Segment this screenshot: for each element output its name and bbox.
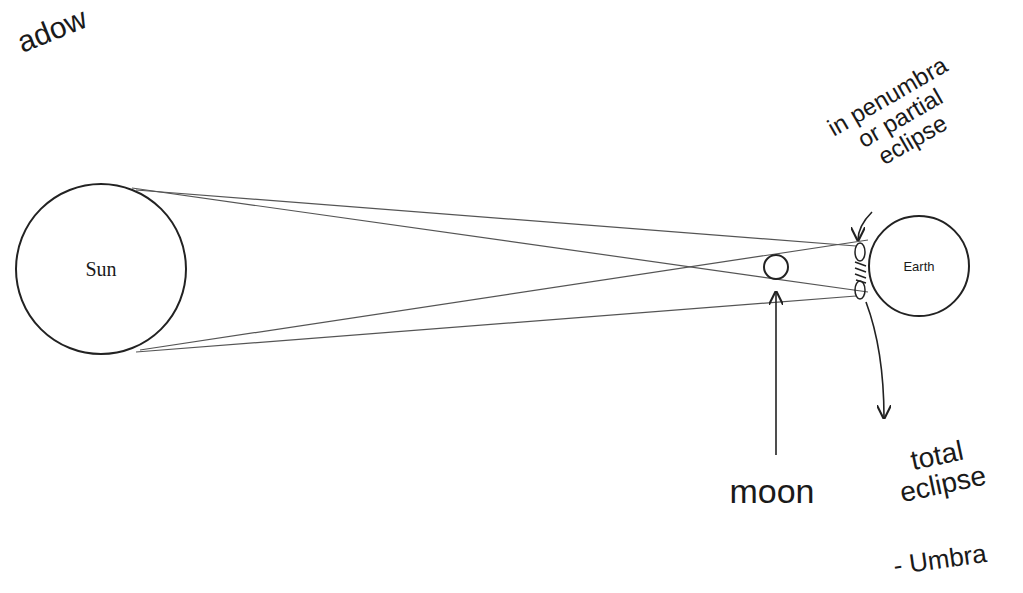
ray-line: [136, 296, 856, 352]
body-name: Earth: [903, 259, 934, 274]
penumbra-mark: [855, 281, 865, 299]
note-label: - Umbra: [874, 537, 1007, 582]
note-label: in penumbra or partial eclipse: [816, 48, 984, 188]
umbra-hatch: [855, 262, 866, 283]
moon-circle: [764, 255, 788, 279]
body-name: Sun: [85, 258, 116, 281]
ray-line: [136, 190, 856, 246]
body-circle: Earth: [868, 215, 970, 317]
ray-line: [140, 240, 868, 350]
leader-arrow: [858, 212, 872, 240]
ray-line: [132, 188, 868, 292]
note-label: moon: [712, 474, 832, 510]
light-rays: [132, 188, 868, 352]
body-circle: Sun: [15, 183, 187, 355]
penumbra-mark: [855, 243, 865, 261]
leader-arrows: [776, 212, 884, 455]
note-label: total eclipse: [875, 429, 1005, 511]
note-label: adow: [0, 0, 114, 67]
leader-arrow: [866, 302, 884, 418]
shadow-marks: [855, 243, 866, 299]
leader-arrow: [775, 292, 777, 455]
